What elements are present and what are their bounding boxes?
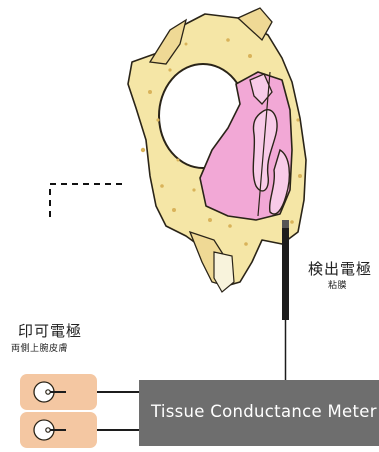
electrode-pad-2 (20, 412, 97, 448)
detection-electrode-title: 検出電極 (308, 258, 372, 279)
applied-electrode-title: 印可電極 (18, 320, 82, 341)
detection-probe (282, 226, 289, 320)
electrode-pad-1 (20, 374, 97, 410)
electrode-icon (20, 412, 97, 448)
detection-electrode-subtitle: 粘膜 (328, 278, 347, 291)
applied-electrode-subtitle: 両側上腕皮膚 (11, 341, 68, 354)
meter-label: Tissue Conductance Meter (151, 402, 377, 421)
probe-tip (282, 220, 289, 228)
electrode-icon (20, 374, 97, 410)
tissue-conductance-meter: Tissue Conductance Meter (139, 380, 379, 446)
tooth (214, 252, 234, 292)
leader-line (50, 184, 122, 217)
